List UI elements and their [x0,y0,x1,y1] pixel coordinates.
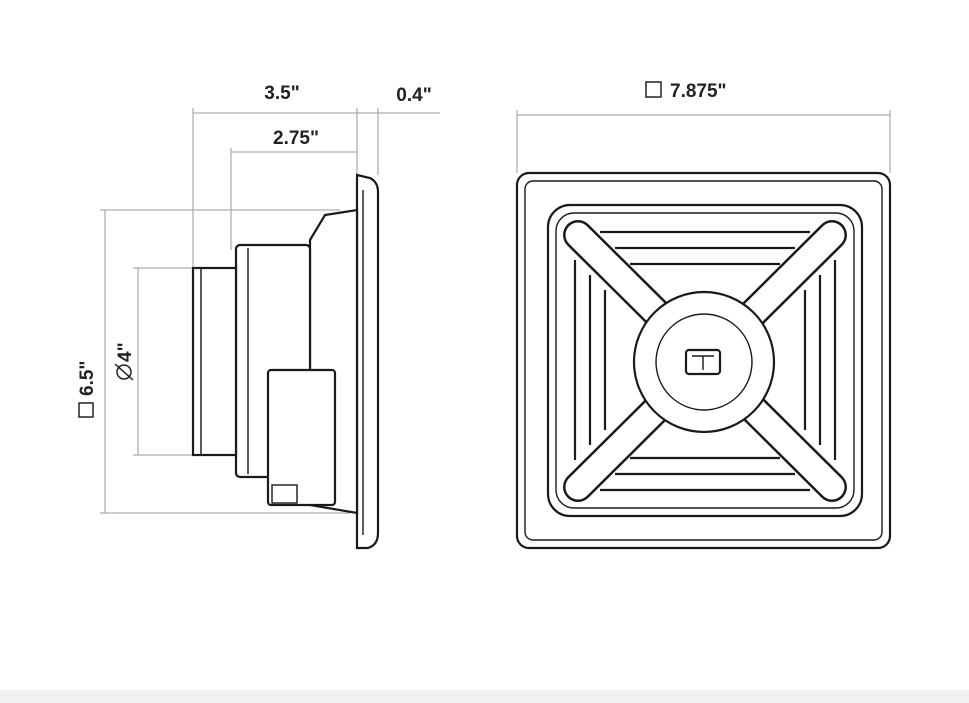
inner-frame [546,203,864,518]
flange [355,173,380,550]
bottom-band [0,690,969,703]
grille-slats [573,230,837,492]
outer-size-dimension: 7.875" [645,81,727,102]
diameter-icon [114,363,134,381]
magnet [191,266,238,457]
magnet-diameter-dimension: 4" [114,342,136,381]
center-hub [632,290,776,434]
flange-size-dimension: 6.5" [77,361,98,418]
outer-size-label: 7.875" [670,81,727,102]
flange-size-label: 6.5" [77,361,98,396]
front-view [515,110,892,550]
side-view [100,108,440,550]
outer-frame [515,171,892,550]
magnet-diameter-label: 4" [115,342,136,362]
terminal-box [266,368,337,507]
depth-total-label: 3.5" [264,83,299,104]
mount-depth-label: 2.75" [273,128,319,149]
logo-badge [684,348,722,376]
square-icon [645,81,662,98]
dimension-lines [100,108,440,514]
flange-thickness-label: 0.4" [396,85,431,106]
square-icon [78,402,94,418]
